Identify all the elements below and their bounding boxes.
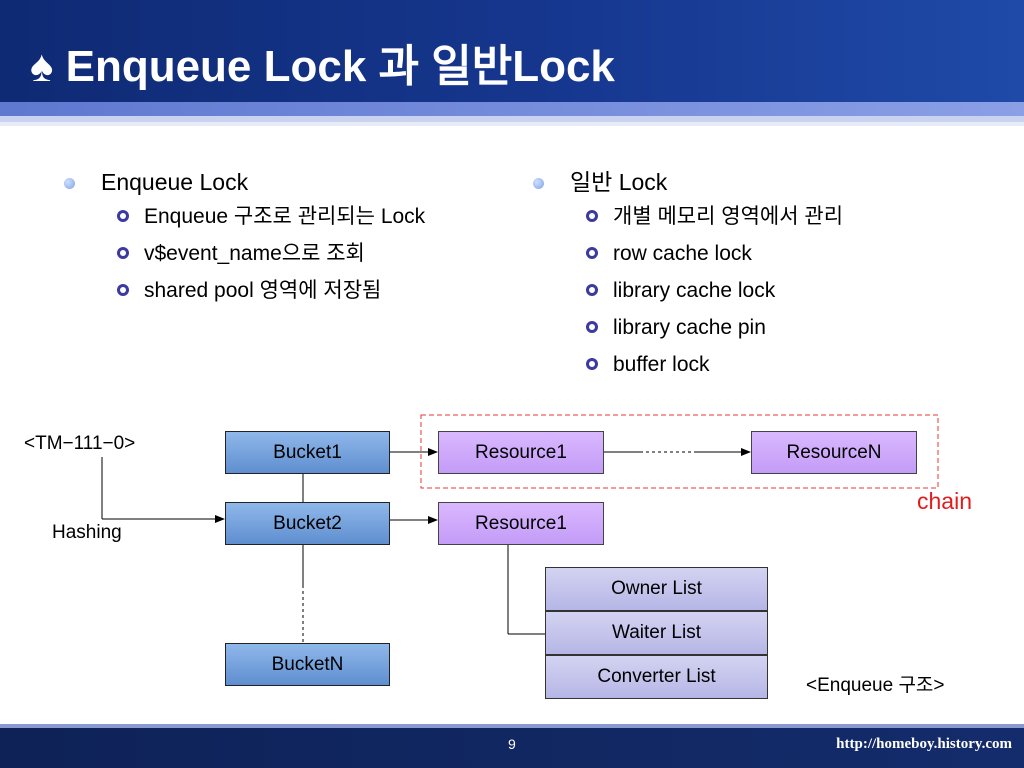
sub-bullet-icon — [586, 321, 598, 333]
chain-dashed-box — [420, 414, 939, 489]
footer-line — [0, 724, 1024, 728]
title-stripe — [0, 122, 1024, 126]
converter-list: Converter List — [545, 655, 768, 699]
sub-bullet: library cache pin — [533, 315, 993, 341]
bullet-normal-lock: 일반 Lock — [533, 168, 993, 196]
chain-label: chain — [917, 488, 972, 514]
bucket-2: Bucket2 — [225, 502, 390, 545]
sub-bullet-text: 개별 메모리 영역에서 관리 — [613, 205, 844, 228]
waiter-list: Waiter List — [545, 611, 768, 655]
sub-bullet-text: library cache pin — [613, 316, 766, 339]
owner-list: Owner List — [545, 567, 768, 611]
slide-title: ♠ Enqueue Lock 과 일반Lock — [30, 42, 615, 91]
sub-bullet-text: shared pool 영역에 저장됨 — [144, 279, 382, 302]
sub-bullet: shared pool 영역에 저장됨 — [64, 278, 464, 304]
sub-bullet-icon — [586, 284, 598, 296]
sub-bullet-icon — [586, 358, 598, 370]
sub-bullet-text: v$event_name으로 조회 — [144, 242, 365, 265]
footer-url: http://homeboy.history.com — [836, 736, 1012, 752]
sub-bullet-text: row cache lock — [613, 242, 752, 265]
sub-bullet-icon — [586, 247, 598, 259]
sub-bullet-text: buffer lock — [613, 353, 710, 376]
resource-1-mid: Resource1 — [438, 502, 604, 545]
bucket-1: Bucket1 — [225, 431, 390, 474]
sub-bullet-icon — [117, 284, 129, 296]
sub-bullet: library cache lock — [533, 278, 993, 304]
title-stripe — [0, 116, 1024, 122]
bullet-dot-icon — [533, 178, 544, 189]
sub-bullet-text: library cache lock — [613, 279, 776, 302]
sub-bullet-icon — [117, 210, 129, 222]
hash-key-label: <TM−111−0> — [24, 433, 136, 454]
bullet-dot-icon — [64, 178, 75, 189]
sub-bullet: Enqueue 구조로 관리되는 Lock — [64, 204, 464, 230]
bullet-heading: 일반 Lock — [570, 169, 668, 195]
title-stripe — [0, 102, 1024, 116]
page-number: 9 — [508, 736, 516, 752]
sub-bullet-icon — [586, 210, 598, 222]
sub-bullet: buffer lock — [533, 352, 993, 378]
title-bar — [0, 0, 1024, 102]
sub-bullet-text: Enqueue 구조로 관리되는 Lock — [144, 205, 426, 228]
right-bullet-list: 일반 Lock 개별 메모리 영역에서 관리 row cache lock li… — [533, 168, 993, 389]
sub-bullet: v$event_name으로 조회 — [64, 241, 464, 267]
diagram-caption: <Enqueue 구조> — [806, 675, 945, 696]
bucket-n: BucketN — [225, 643, 390, 686]
sub-bullet: 개별 메모리 영역에서 관리 — [533, 204, 993, 230]
footer-bar — [0, 728, 1024, 768]
sub-bullet: row cache lock — [533, 241, 993, 267]
sub-bullet-icon — [117, 247, 129, 259]
resource-n: ResourceN — [751, 431, 917, 474]
resource-1-top: Resource1 — [438, 431, 604, 474]
left-bullet-list: Enqueue Lock Enqueue 구조로 관리되는 Lock v$eve… — [64, 168, 464, 315]
bullet-heading: Enqueue Lock — [101, 169, 249, 195]
hashing-label: Hashing — [52, 522, 122, 543]
bullet-enqueue-lock: Enqueue Lock — [64, 168, 464, 196]
